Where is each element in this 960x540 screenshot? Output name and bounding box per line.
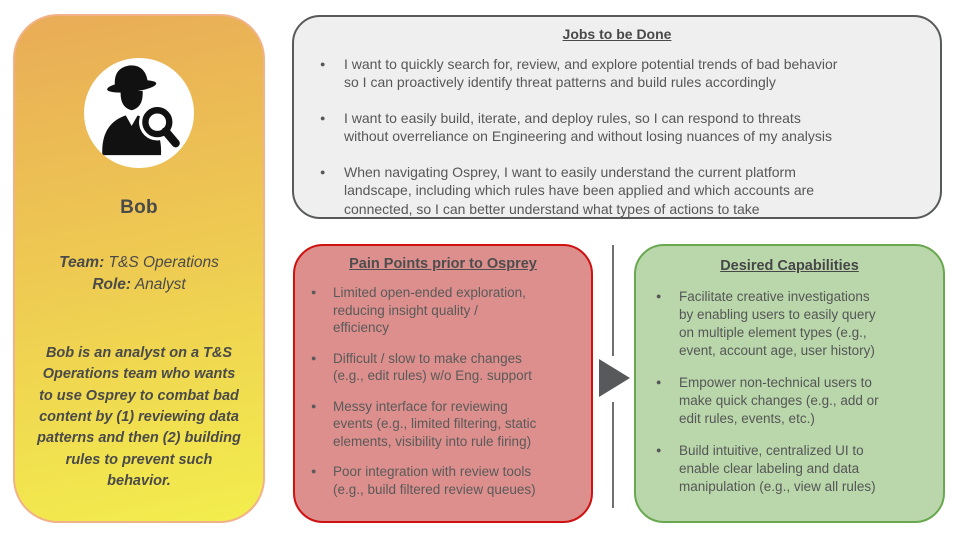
team-label: Team: [59, 254, 105, 271]
list-item: ● When navigating Osprey, I want to easi… [320, 163, 914, 218]
pain-bullet-1: Limited open-ended exploration, reducing… [333, 285, 526, 336]
jobs-bullet-3: When navigating Osprey, I want to easily… [344, 163, 815, 217]
persona-bio: Bob is an analyst on a T&S Operations te… [37, 344, 241, 489]
jobs-bullet-list: ● I want to quickly search for, review, … [294, 55, 940, 218]
capabilities-bullet-2: Empower non-technical users to make quic… [679, 374, 879, 426]
persona-team-role: Team: T&S Operations Role: Analyst [15, 252, 263, 297]
list-item: ● I want to quickly search for, review, … [320, 55, 914, 92]
bullet-icon: ● [656, 444, 662, 455]
persona-team-line: Team: T&S Operations [15, 252, 263, 274]
bullet-icon: ● [311, 287, 317, 297]
divider-line-top [612, 245, 614, 356]
capabilities-bullet-1: Facilitate creative investigations by en… [679, 289, 876, 358]
jobs-title: Jobs to be Done [562, 26, 672, 42]
bullet-icon: ● [320, 59, 326, 69]
persona-avatar [84, 58, 194, 168]
persona-name: Bob [120, 197, 158, 218]
bullet-icon: ● [311, 400, 317, 411]
divider-line-bottom [612, 402, 614, 508]
pain-points-bullet-list: ● Limited open-ended exploration, reduci… [295, 284, 591, 498]
role-value: Analyst [134, 276, 186, 294]
right-arrow-icon [599, 359, 630, 397]
list-item: ● I want to easily build, iterate, and d… [320, 109, 914, 146]
list-item: ● Poor integration with review tools (e.… [311, 463, 581, 498]
desired-capabilities-box: Desired Capabilities ● Facilitate creati… [634, 244, 945, 523]
jobs-bullet-1: I want to quickly search for, review, an… [344, 56, 838, 91]
list-item: ● Messy interface for reviewing events (… [311, 398, 581, 451]
persona-role-line: Role: Analyst [15, 274, 263, 296]
team-value: T&S Operations [108, 254, 219, 271]
role-label: Role: [92, 276, 132, 294]
capabilities-title: Desired Capabilities [720, 258, 859, 274]
persona-card: Bob Team: T&S Operations Role: Analyst B… [13, 14, 265, 523]
bullet-icon: ● [320, 166, 326, 177]
list-item: ● Empower non-technical users to make qu… [656, 374, 931, 428]
jobs-bullet-2: I want to easily build, iterate, and dep… [344, 109, 832, 145]
list-item: ● Facilitate creative investigations by … [656, 288, 931, 360]
list-item: ● Limited open-ended exploration, reduci… [311, 284, 581, 337]
bullet-icon: ● [656, 376, 662, 387]
bullet-icon: ● [656, 291, 662, 301]
capabilities-bullet-3: Build intuitive, centralized UI to enabl… [679, 442, 876, 494]
pain-bullet-3: Messy interface for reviewing events (e.… [333, 398, 537, 449]
bullet-icon: ● [320, 112, 326, 123]
pain-points-title: Pain Points prior to Osprey [349, 256, 537, 272]
bullet-icon: ● [311, 352, 317, 363]
jobs-to-be-done-box: Jobs to be Done ● I want to quickly sear… [292, 15, 942, 219]
list-item: ● Build intuitive, centralized UI to ena… [656, 442, 931, 496]
bullet-icon: ● [311, 466, 317, 477]
list-item: ● Difficult / slow to make changes (e.g.… [311, 350, 581, 385]
pain-bullet-4: Poor integration with review tools (e.g.… [333, 464, 536, 497]
capabilities-bullet-list: ● Facilitate creative investigations by … [636, 288, 943, 496]
pain-points-box: Pain Points prior to Osprey ● Limited op… [293, 244, 593, 523]
pain-bullet-2: Difficult / slow to make changes (e.g., … [333, 350, 532, 384]
